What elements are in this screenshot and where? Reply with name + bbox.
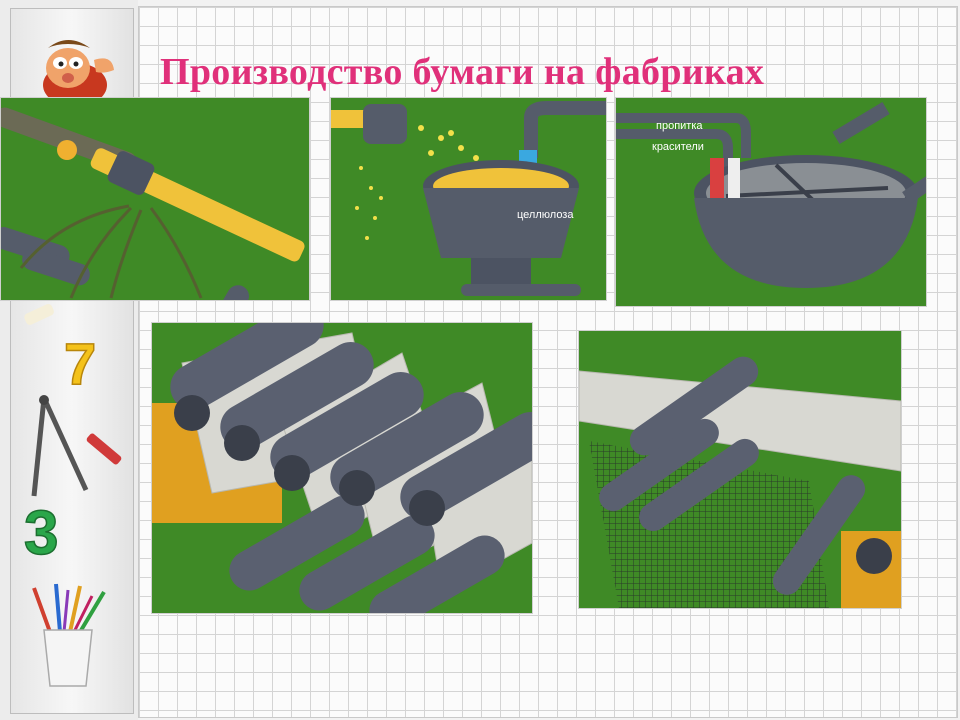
digit-seven-icon: 7: [63, 331, 97, 390]
compass-icon: [31, 395, 122, 497]
impregnation-illustration: пропитка красители: [616, 98, 926, 306]
slide-title: Производство бумаги на фабриках: [160, 51, 765, 93]
background-rollers: [1, 227, 249, 300]
paper-rollers-illustration: [152, 323, 532, 613]
digit-seven: 7: [64, 332, 96, 390]
chalk-icon: [24, 303, 54, 325]
cellulose-illustration: целлюлоза: [331, 98, 606, 300]
impregnation-label: пропитка: [656, 120, 703, 132]
cartoon-character-icon: [43, 40, 114, 107]
panel-wood-rods: [0, 97, 310, 301]
mesh-sheet-illustration: [579, 331, 901, 608]
pencil-cup-icon: [32, 583, 106, 687]
wood-rods-illustration: [1, 98, 309, 300]
panel-mesh-sheet: [578, 330, 902, 609]
panel-cellulose: целлюлоза: [330, 97, 607, 301]
cellulose-label: целлюлоза: [517, 209, 574, 221]
panel-impregnation: пропитка красители: [615, 97, 927, 307]
digit-three: 3: [24, 499, 58, 562]
dyes-label: красители: [652, 141, 704, 153]
digit-three-icon: 3: [23, 498, 59, 562]
panel-paper-rollers: [151, 322, 533, 614]
roller-group: [170, 323, 532, 613]
